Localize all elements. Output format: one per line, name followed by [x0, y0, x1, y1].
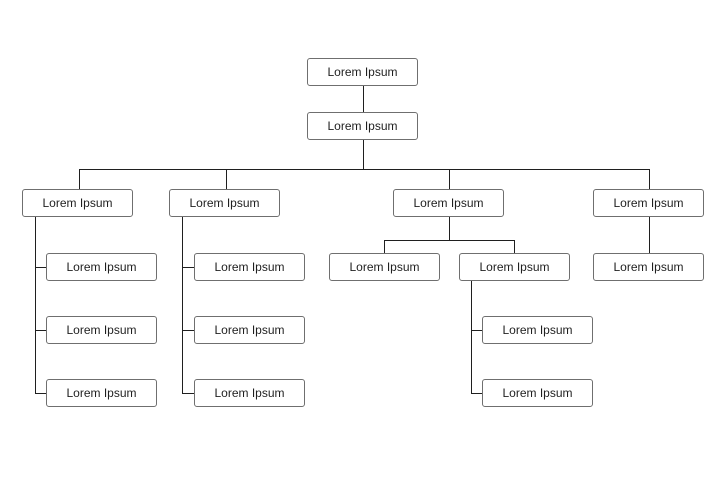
node-branch-b-child-2: Lorem Ipsum	[194, 316, 305, 344]
node-branch-a-child-2: Lorem Ipsum	[46, 316, 157, 344]
node-branch-a: Lorem Ipsum	[22, 189, 133, 217]
node-branch-c-child-1: Lorem Ipsum	[329, 253, 440, 281]
node-branch-c-child-2-sub-1: Lorem Ipsum	[482, 316, 593, 344]
node-second: Lorem Ipsum	[307, 112, 418, 140]
node-branch-d: Lorem Ipsum	[593, 189, 704, 217]
node-branch-b: Lorem Ipsum	[169, 189, 280, 217]
node-branch-a-child-3: Lorem Ipsum	[46, 379, 157, 407]
node-root: Lorem Ipsum	[307, 58, 418, 86]
node-branch-b-child-3: Lorem Ipsum	[194, 379, 305, 407]
node-branch-c: Lorem Ipsum	[393, 189, 504, 217]
node-branch-d-child-1: Lorem Ipsum	[593, 253, 704, 281]
node-branch-c-child-2-sub-2: Lorem Ipsum	[482, 379, 593, 407]
node-branch-a-child-1: Lorem Ipsum	[46, 253, 157, 281]
node-branch-c-child-2: Lorem Ipsum	[459, 253, 570, 281]
node-branch-b-child-1: Lorem Ipsum	[194, 253, 305, 281]
